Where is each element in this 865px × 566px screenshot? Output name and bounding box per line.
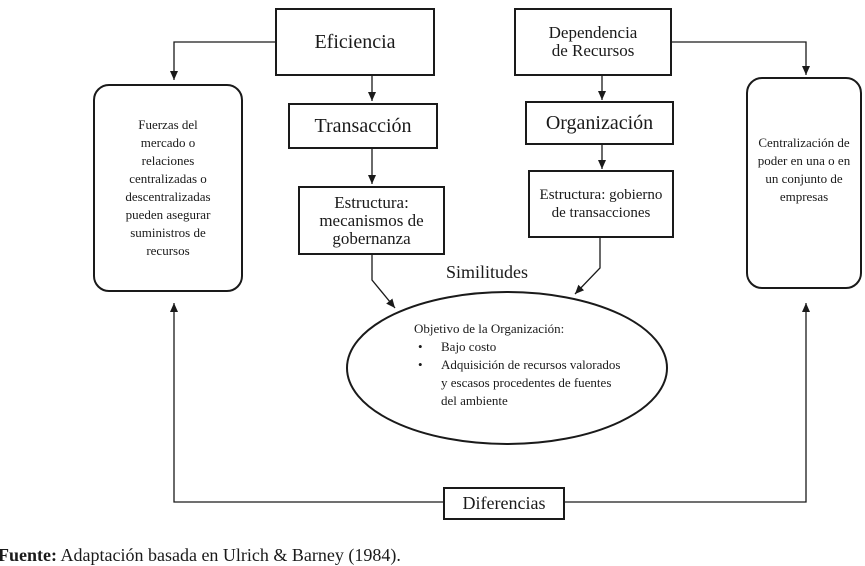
fuerzas-mercado-label: Fuerzas del mercado o relaciones central…: [125, 117, 211, 258]
fuerzas-mercado-box: Fuerzas del mercado o relaciones central…: [93, 84, 243, 292]
centralizacion-label: Centralización de poder en una o en un c…: [757, 135, 851, 204]
eficiencia-box: Eficiencia: [275, 8, 435, 76]
estructura-gobernanza-box: Estructura: mecanismos de gobernanza: [298, 186, 445, 255]
ellipse-bullet-list: Bajo costo Adquisición de recursos valor…: [414, 338, 624, 410]
arrow-dependencia-to-centralizacion: [672, 41, 810, 75]
estructura-gobierno-label: Estructura: gobierno de transacciones: [539, 187, 663, 221]
diferencias-box: Diferencias: [443, 487, 565, 520]
source-text: Adaptación basada en Ulrich & Barney (19…: [60, 545, 401, 565]
arrow-eficiencia-to-fuerzas: [170, 41, 275, 80]
estructura-gobernanza-label: Estructura: mecanismos de gobernanza: [319, 192, 424, 248]
transaccion-label: Transacción: [314, 115, 412, 137]
arrow-diferencias-to-fuerzas: [170, 303, 443, 503]
organizacion-label: Organización: [545, 112, 654, 134]
similitudes-label: Similitudes: [446, 262, 529, 282]
arrow-gobierno-to-ellipse: [574, 238, 601, 295]
centralizacion-box: Centralización de poder en una o en un c…: [746, 77, 862, 289]
estructura-gobierno-box: Estructura: gobierno de transacciones: [528, 170, 674, 238]
source-label: Fuente:: [0, 545, 57, 565]
ellipse-content: Objetivo de la Organización: Bajo costo …: [414, 320, 624, 410]
ellipse-bullet: Adquisición de recursos valorados y esca…: [414, 356, 624, 410]
ellipse-heading: Objetivo de la Organización:: [414, 321, 565, 336]
ellipse-bullet: Bajo costo: [414, 338, 624, 356]
eficiencia-label: Eficiencia: [314, 31, 396, 53]
arrow-gobernanza-to-ellipse: [371, 255, 396, 309]
source-caption: Fuente: Adaptación basada en Ulrich & Ba…: [0, 545, 401, 566]
dependencia-box: Dependencia de Recursos: [514, 8, 672, 76]
transaccion-box: Transacción: [288, 103, 438, 149]
organizacion-box: Organización: [525, 101, 674, 145]
diferencias-label: Diferencias: [462, 493, 546, 513]
dependencia-label: Dependencia de Recursos: [548, 23, 638, 60]
arrow-diferencias-to-centralizacion: [565, 303, 810, 503]
